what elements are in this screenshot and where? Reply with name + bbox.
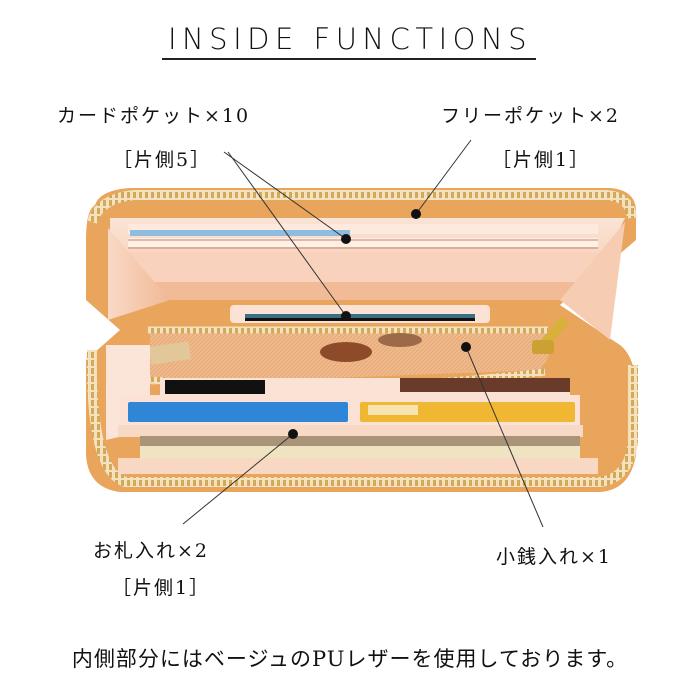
free-pocket-sub: ［片側1］ xyxy=(492,149,591,171)
material-note: 内側部分にはベージュのPUレザーを使用しております。 xyxy=(71,647,629,671)
card-pocket-sub: ［片側5］ xyxy=(113,149,212,171)
title-underline xyxy=(162,58,536,60)
card-pocket-label: カードポケット×10 xyxy=(57,105,251,127)
free-pocket-label: フリーポケット×2 xyxy=(441,105,621,127)
lower-compartment xyxy=(106,345,598,474)
upper-compartment xyxy=(108,218,625,340)
page-title: INSIDE FUNCTIONS xyxy=(167,22,533,56)
callout-lines xyxy=(182,139,544,528)
coin-purse-label: 小銭入れ×1 xyxy=(496,546,613,568)
callout-dots xyxy=(288,209,471,439)
bill-slot-sub: ［片側1］ xyxy=(112,577,211,599)
bill-slot-label: お札入れ×2 xyxy=(93,540,210,562)
coin-purse xyxy=(148,316,570,390)
zipper-pull-icon xyxy=(532,316,570,354)
